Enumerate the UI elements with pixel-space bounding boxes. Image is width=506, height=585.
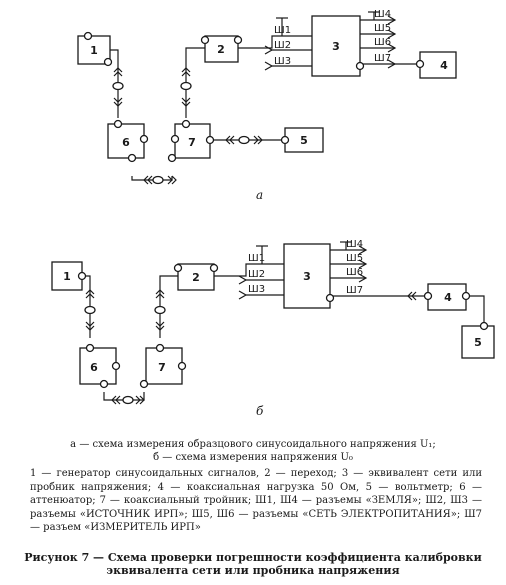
port-b-sh1: Ш1 (248, 253, 265, 264)
port-a-sh3: Ш3 (274, 56, 291, 67)
block-a-7 (174, 123, 211, 159)
port-b-sh4: Ш4 (346, 239, 363, 250)
block-b-3-label: 3 (303, 270, 311, 283)
wire-b-4-5 (466, 295, 485, 326)
block-b-3 (283, 243, 331, 309)
block-a-2 (204, 35, 239, 63)
block-a-3 (311, 15, 361, 77)
block-a-1 (77, 35, 111, 65)
block-a-1-label: 1 (90, 44, 98, 57)
measurement-scheme: 1 2 3 4 5 6 7 Ш1 Ш2 Ш3 Ш4 Ш5 Ш6 Ш7 (51, 9, 495, 418)
port-a-sh1: Ш1 (274, 25, 291, 36)
block-a-7-label: 7 (188, 136, 196, 149)
block-a-5 (284, 127, 324, 153)
block-a-5-label: 5 (300, 134, 308, 147)
figure-caption: Рисунок 7 — Схема проверки погрешности к… (0, 551, 506, 577)
block-b-2 (177, 263, 215, 291)
wire-b-2-sh1 (214, 263, 284, 277)
block-b-7 (145, 347, 183, 385)
figure-caption-line-1: Рисунок 7 — Схема проверки погрешности к… (24, 551, 482, 564)
wire-a-2-sh1 (238, 35, 312, 49)
panel-b-diagram: 1 2 3 4 5 6 7 Ш1 Ш2 Ш3 Ш4 Ш5 Ш6 Ш7 б (51, 239, 495, 418)
port-a-sh6: Ш6 (374, 37, 391, 48)
port-a-sh7: Ш7 (374, 53, 391, 64)
wire-b-2-7 (159, 275, 178, 338)
caption-a: а — схема измерения образцового синусоид… (70, 439, 436, 450)
block-b-5-label: 5 (474, 336, 482, 349)
block-b-6-label: 6 (90, 361, 98, 374)
panel-a-label: а (256, 188, 263, 202)
block-b-6 (79, 347, 117, 385)
wire-a-6-7 (131, 176, 173, 181)
block-b-1 (51, 261, 83, 291)
port-b-sh7: Ш7 (346, 285, 363, 296)
wire-a-1-6 (110, 49, 119, 118)
block-a-4 (419, 51, 457, 79)
block-b-4-label: 4 (444, 291, 452, 304)
block-a-2-label: 2 (217, 43, 225, 56)
block-a-6-label: 6 (122, 136, 130, 149)
port-b-sh6: Ш6 (346, 267, 363, 278)
legend-text: 1 — генератор синусоидальных сигналов, 2… (30, 468, 482, 533)
block-b-2-label: 2 (192, 271, 200, 284)
block-b-7-label: 7 (158, 361, 166, 374)
block-a-4-label: 4 (440, 59, 448, 72)
wire-a-2-7 (185, 47, 205, 118)
figure-caption-line-2: эквивалента сети или пробника напряжения (106, 564, 400, 577)
caption-b: б — схема измерения напряжения U₀ (153, 452, 353, 463)
block-b-1-label: 1 (63, 270, 71, 283)
port-b-sh3: Ш3 (248, 284, 265, 295)
panel-b-label: б (256, 404, 264, 418)
block-b-5 (461, 325, 495, 359)
block-a-3-label: 3 (332, 40, 340, 53)
port-b-sh5: Ш5 (346, 253, 363, 264)
port-b-sh2: Ш2 (248, 269, 265, 280)
port-a-sh5: Ш5 (374, 23, 391, 34)
block-a-6 (107, 123, 145, 159)
panel-a-diagram: 1 2 3 4 5 6 7 Ш1 Ш2 Ш3 Ш4 Ш5 Ш6 Ш7 (77, 9, 457, 202)
port-a-sh4: Ш4 (374, 9, 391, 20)
port-a-sh2: Ш2 (274, 40, 291, 51)
